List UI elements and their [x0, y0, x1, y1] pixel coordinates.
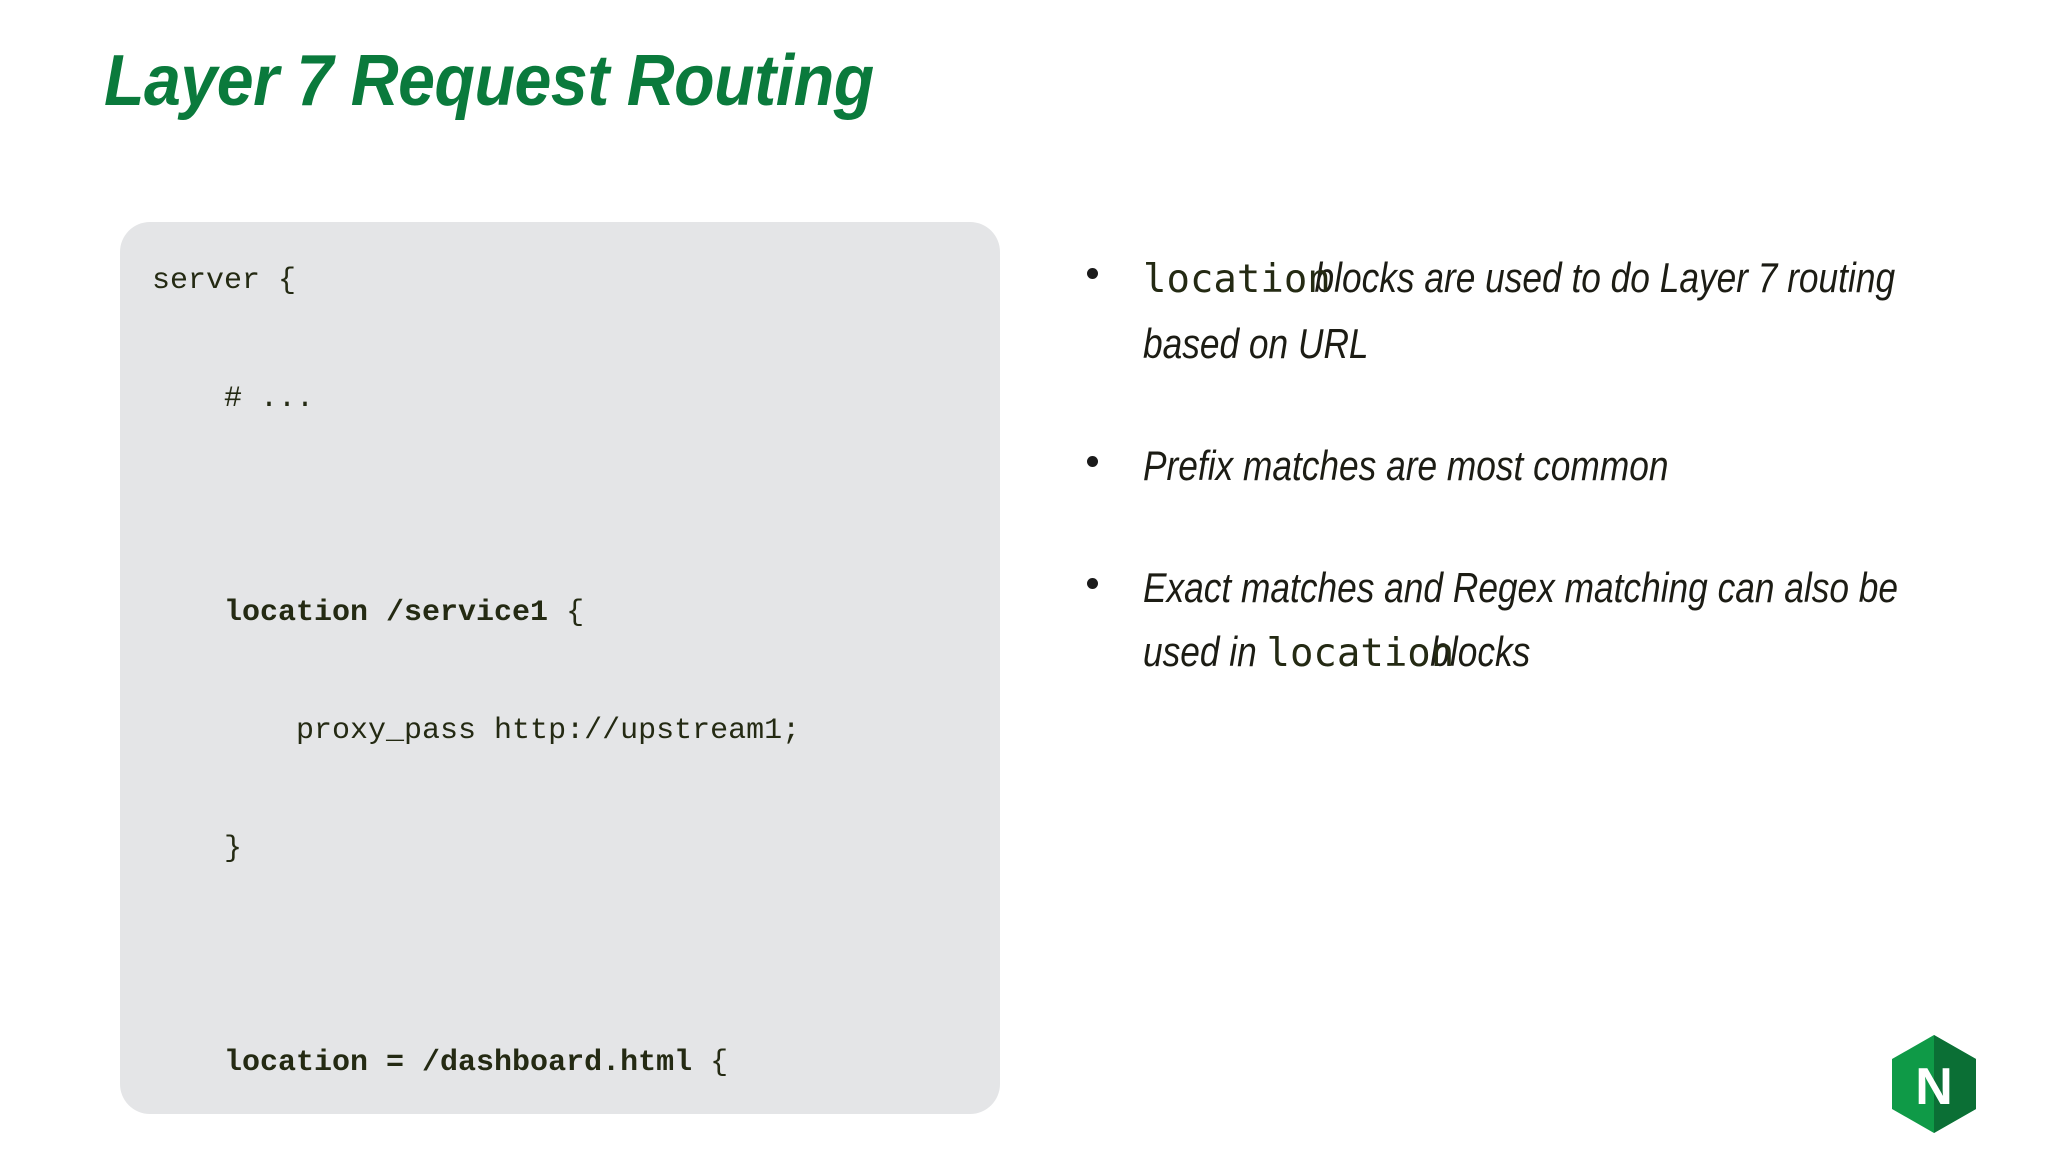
code-line: }	[152, 832, 243, 866]
code-line: location /service1 {	[152, 596, 585, 630]
code-line: # ...	[152, 382, 315, 416]
bullet-text: Exact matches and Regex matching can als…	[1143, 556, 1975, 686]
nginx-logo: N	[1890, 1034, 1978, 1134]
list-item: locationblocks are used to do Layer 7 ro…	[1075, 246, 1975, 376]
code-line	[152, 938, 990, 974]
bullet-tail: blocks	[1430, 628, 1531, 675]
bullet-dot-icon	[1087, 268, 1098, 279]
bullet-list: locationblocks are used to do Layer 7 ro…	[1075, 246, 1975, 744]
bullet-dot-icon	[1087, 456, 1098, 467]
page-title: Layer 7 Request Routing	[104, 41, 874, 121]
svg-text:N: N	[1915, 1058, 1953, 1116]
inline-code-location: location	[1143, 257, 1331, 302]
list-item: Exact matches and Regex matching can als…	[1075, 556, 1975, 686]
nginx-hexagon-icon: N	[1892, 1035, 1976, 1133]
code-directive: location /service1	[152, 596, 549, 630]
list-item: Prefix matches are most common	[1075, 434, 1975, 498]
code-line: server {	[152, 264, 297, 298]
bullet-body: Prefix matches are most common	[1143, 442, 1669, 489]
bullet-body: Exact matches and Regex matching can als…	[1143, 564, 1899, 675]
code-line	[152, 488, 990, 524]
code-directive: location = /dashboard.html	[152, 1046, 693, 1080]
bullet-text: locationblocks are used to do Layer 7 ro…	[1143, 246, 1975, 376]
bullet-body: blocks are used to do Layer 7 routing ba…	[1143, 254, 1896, 367]
bullet-text: Prefix matches are most common	[1143, 434, 1975, 498]
code-panel: server { # ... location /service1 { prox…	[120, 222, 1000, 1114]
code-block: server { # ... location /service1 { prox…	[152, 252, 990, 1152]
code-line: proxy_pass http://upstream1;	[152, 714, 801, 748]
bullet-dot-icon	[1087, 578, 1098, 589]
code-line: location = /dashboard.html {	[152, 1046, 729, 1080]
inline-code-location: location	[1266, 631, 1455, 676]
